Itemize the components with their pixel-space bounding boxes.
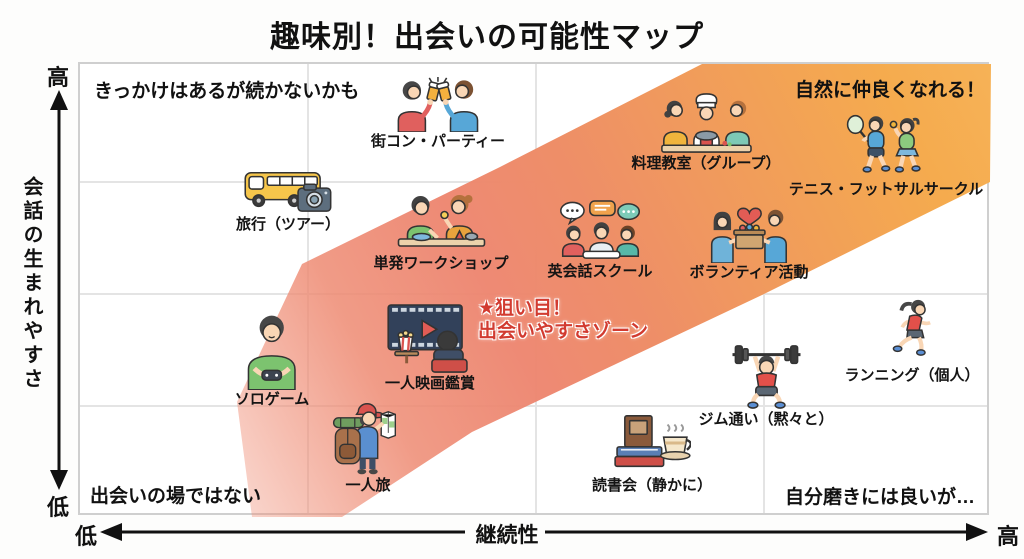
item-label: ボランティア活動 — [689, 264, 809, 281]
page-title: 趣味別！出会いの可能性マップ — [270, 21, 704, 54]
y-axis-title: 会話の生まれやすさ — [20, 176, 42, 392]
sweet-spot-zone-label: ★狙い目！ 出会いやすさゾーン — [478, 297, 648, 343]
quadrant-note-bottom-left: 出会いの場ではない — [90, 486, 262, 507]
y-axis-high-label: 高 — [46, 65, 70, 90]
map-item-solo-game: ソロゲーム — [234, 314, 310, 409]
item-label: 一人旅 — [345, 477, 391, 494]
item-label: ランニング（個人） — [844, 367, 980, 384]
books-coffee-icon — [614, 415, 691, 468]
beer-toast-icon — [397, 76, 479, 132]
y-axis-arrow — [50, 90, 68, 490]
item-label: 読書会（静かに） — [591, 477, 713, 494]
quadrant-note-top-left: きっかけはあるが続かないかも — [94, 81, 360, 102]
solo-gamer-icon — [247, 315, 297, 390]
x-axis-low-label: 低 — [74, 524, 98, 549]
item-label: ソロゲーム — [234, 391, 310, 408]
item-label: 単発ワークショップ — [373, 255, 509, 272]
map-item-tennis-futsal: テニス・フットサルサークル — [788, 112, 984, 199]
map-item-reading-club: 読書会（静かに） — [592, 410, 712, 495]
zone-line-1: ★狙い目！ — [478, 298, 572, 319]
map-item-gym: ジム通い（黙々と） — [698, 342, 834, 429]
item-label: 英会話スクール — [547, 263, 653, 280]
x-axis-arrow — [100, 523, 988, 541]
map-item-workshop: 単発ワークショップ — [373, 194, 509, 273]
zone-line-2: 出会いやすさゾーン — [478, 321, 649, 342]
volunteer-box-icon — [710, 207, 787, 263]
map-item-cooking-class: 料理教室（グループ） — [631, 92, 781, 173]
grid-line-horizontal — [80, 405, 987, 407]
quadrant-note-bottom-right: 自分磨きには良いが… — [784, 487, 976, 508]
item-label: テニス・フットサルサークル — [788, 181, 984, 198]
conversation-group-icon — [559, 200, 640, 259]
cooking-class-icon — [660, 93, 752, 153]
map-item-solo-travel: 一人旅 — [329, 402, 407, 495]
runner-icon — [892, 299, 931, 356]
item-label: 旅行（ツアー） — [235, 216, 341, 233]
item-label: 料理教室（グループ） — [631, 155, 781, 172]
tennis-players-icon — [847, 114, 921, 173]
map-item-english-school: 英会話スクール — [547, 200, 653, 281]
item-label: ジム通い（黙々と） — [698, 411, 834, 428]
backpacker-icon — [332, 403, 397, 475]
x-axis-high-label: 高 — [997, 524, 1020, 549]
bus-camera-icon — [244, 171, 332, 212]
weightlifter-icon — [731, 345, 800, 409]
item-label: 街コン・パーティー — [370, 133, 506, 150]
map-item-machikon-party: 街コン・パーティー — [371, 76, 505, 151]
x-axis-title: 継続性 — [475, 524, 539, 547]
quadrant-note-top-right: 自然に仲良くなれる！ — [794, 80, 986, 101]
movie-screen-icon — [387, 304, 468, 373]
craft-workshop-icon — [397, 195, 485, 247]
item-label: 一人映画鑑賞 — [384, 375, 476, 392]
map-item-travel-tour: 旅行（ツアー） — [236, 167, 340, 234]
map-item-volunteer: ボランティア活動 — [689, 203, 809, 282]
y-axis-low-label: 低 — [46, 495, 70, 520]
map-item-running: ランニング（個人） — [844, 298, 980, 385]
map-item-solo-movie: 一人映画鑑賞 — [385, 304, 475, 393]
